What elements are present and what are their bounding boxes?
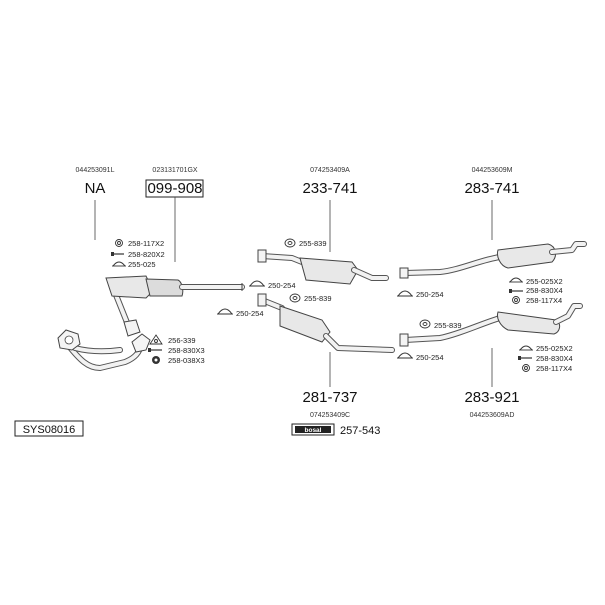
part-code: 250-254 xyxy=(416,353,444,362)
catalytic-converter xyxy=(105,275,245,337)
ref-code-a5: 074253409C xyxy=(310,412,350,419)
part-code: 258-830X3 xyxy=(168,346,205,355)
ref-code-a2: 023131701GX xyxy=(152,167,197,174)
u-clamp-icon xyxy=(217,308,233,315)
part-code: 258-117X2 xyxy=(128,239,164,248)
assembly-label-a2: 099-908 xyxy=(147,180,202,197)
u-clamp-icon xyxy=(112,261,126,267)
rubber-hanger-icon xyxy=(284,238,296,248)
ring-clamp-icon xyxy=(115,239,123,247)
assembly-label-a6: 283-921 xyxy=(464,389,519,406)
middle-muffler-233 xyxy=(257,249,389,285)
part-code: 250-254 xyxy=(416,290,444,299)
part-code: 258-820X2 xyxy=(128,250,165,259)
front-downpipe xyxy=(57,329,151,371)
ref-code-a6: 044253609AD xyxy=(470,412,515,419)
part-code: 255-839 xyxy=(434,321,462,330)
ref-code-a1: 044253091L xyxy=(76,167,115,174)
triangle-gasket-icon xyxy=(149,334,163,345)
u-clamp-icon xyxy=(397,290,413,297)
rear-muffler-283-741 xyxy=(399,241,587,279)
part-code: 250-254 xyxy=(268,281,296,290)
bosal-kit-icon: bosal xyxy=(291,423,335,436)
assembly-label-box xyxy=(145,179,204,198)
part-code: 258-830X4 xyxy=(536,354,573,363)
middle-muffler-281 xyxy=(257,293,395,353)
part-code: 255-025X2 xyxy=(536,344,573,353)
part-code: 256-339 xyxy=(168,336,196,345)
bolt-icon xyxy=(111,252,124,256)
u-clamp-icon xyxy=(397,352,413,359)
bolt-icon xyxy=(148,348,162,352)
part-code: 255-839 xyxy=(304,294,332,303)
bolt-icon xyxy=(518,356,532,360)
u-clamp-icon xyxy=(249,280,265,287)
part-code: 258-830X4 xyxy=(526,286,563,295)
u-clamp-icon xyxy=(519,345,533,351)
ring-clamp-icon xyxy=(522,364,530,372)
ref-code-a3: 074253409A xyxy=(310,167,350,174)
part-code: 258-038X3 xyxy=(168,356,205,365)
bolt-icon xyxy=(509,289,523,293)
part-code: 255-025X2 xyxy=(526,277,563,286)
diagram-id: SYS08016 xyxy=(23,424,76,436)
nut-icon xyxy=(152,356,160,364)
assembly-label-a4: 283-741 xyxy=(464,180,519,197)
assembly-label-a5: 281-737 xyxy=(302,389,357,406)
part-code: 258-117X4 xyxy=(526,296,562,305)
rear-muffler-283-921 xyxy=(399,303,583,347)
assembly-label-a1: NA xyxy=(85,180,106,197)
kit-label: 257-543 xyxy=(340,425,380,437)
part-code: 258-117X4 xyxy=(536,364,572,373)
part-code: 255-839 xyxy=(299,239,327,248)
rubber-hanger-icon xyxy=(419,319,431,329)
part-code: 250-254 xyxy=(236,309,264,318)
rubber-hanger-icon xyxy=(289,293,301,303)
bosal-logo-text: bosal xyxy=(305,427,322,434)
part-code: 255-025 xyxy=(128,260,156,269)
assembly-label-a3: 233-741 xyxy=(302,180,357,197)
ref-code-a4: 044253609M xyxy=(472,167,513,174)
diagram-id-box xyxy=(14,420,84,437)
u-clamp-icon xyxy=(509,277,523,283)
ring-clamp-icon xyxy=(512,296,520,304)
